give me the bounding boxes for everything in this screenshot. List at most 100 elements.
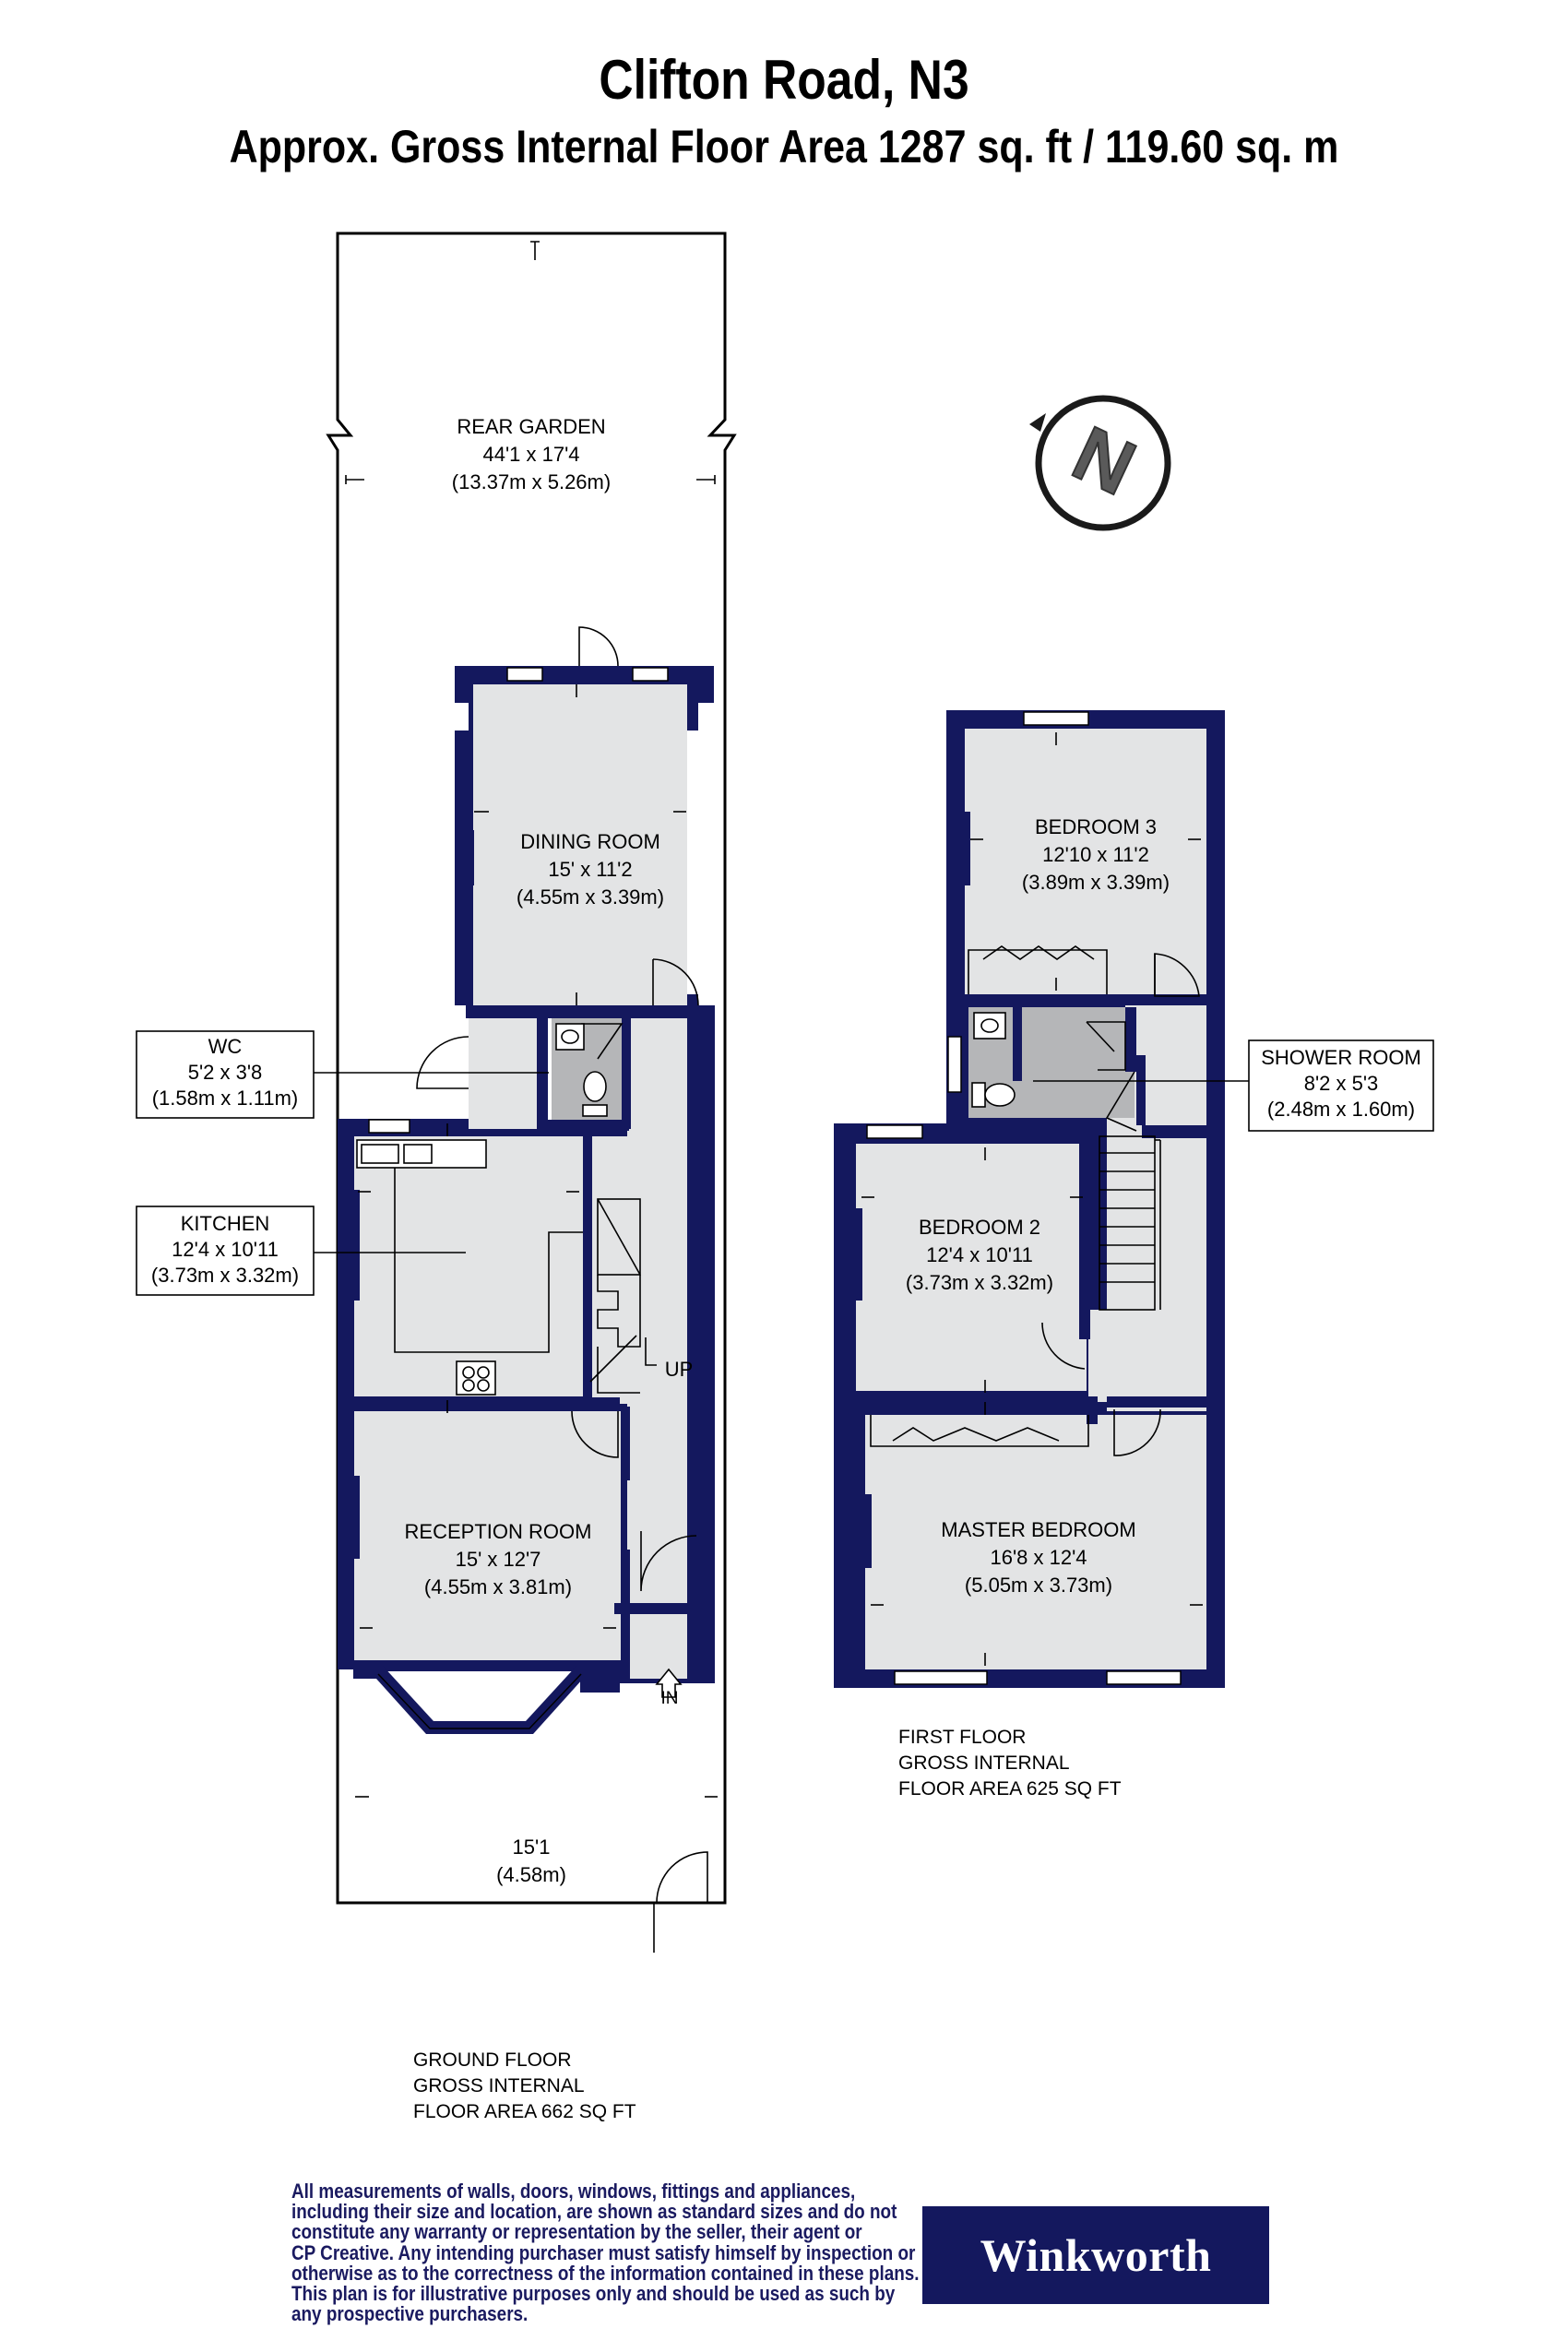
svg-text:44'1 x 17'4: 44'1 x 17'4 xyxy=(482,443,579,466)
stairs-up-label: UP xyxy=(665,1358,694,1381)
master-bedroom-label: MASTER BEDROOM 16'8 x 12'4 (5.05m x 3.73… xyxy=(941,1518,1135,1597)
svg-text:12'10 x 11'2: 12'10 x 11'2 xyxy=(1042,843,1149,866)
svg-text:WC: WC xyxy=(208,1035,243,1058)
shower-room-label: SHOWER ROOM 8'2 x 5'3 (2.48m x 1.60m) xyxy=(1261,1046,1421,1121)
ground-dimension-ticks xyxy=(345,241,718,1798)
ground-floor-floors xyxy=(353,684,687,1679)
first-dimension-ticks xyxy=(861,732,1203,1666)
basin-icon xyxy=(555,1023,585,1051)
first-floor-caption: FIRST FLOOR GROSS INTERNAL FLOOR AREA 62… xyxy=(898,1727,1122,1800)
svg-text:GROUND FLOOR: GROUND FLOOR xyxy=(413,2049,572,2071)
svg-text:12'4 x 10'11: 12'4 x 10'11 xyxy=(172,1238,279,1261)
master-window-2 xyxy=(1106,1670,1182,1685)
front-garden-label: 15'1 (4.58m) xyxy=(496,1835,566,1886)
kitchen-window xyxy=(368,1119,410,1134)
svg-text:12'4 x 10'11: 12'4 x 10'11 xyxy=(926,1243,1033,1266)
svg-text:(5.05m x 3.73m): (5.05m x 3.73m) xyxy=(965,1574,1112,1597)
wc-label: WC 5'2 x 3'8 (1.58m x 1.11m) xyxy=(152,1035,299,1110)
svg-text:N: N xyxy=(1061,410,1148,512)
entrance-arrow-icon xyxy=(655,1668,683,1698)
disclaimer: All measurements of walls, doors, window… xyxy=(291,2180,937,2326)
dining-room-label: DINING ROOM 15' x 11'2 (4.55m x 3.39m) xyxy=(517,830,664,909)
first-interior-walls xyxy=(834,994,1208,1424)
svg-text:BEDROOM 2: BEDROOM 2 xyxy=(919,1216,1040,1239)
first-doors xyxy=(1041,953,1200,1456)
svg-text:(4.58m): (4.58m) xyxy=(496,1863,566,1886)
disclaimer-line: any prospective purchasers. xyxy=(291,2302,529,2326)
svg-text:REAR GARDEN: REAR GARDEN xyxy=(457,415,605,438)
shower-fittings xyxy=(971,1012,1016,1108)
shower-window xyxy=(947,1036,962,1093)
svg-text:(4.55m x 3.81m): (4.55m x 3.81m) xyxy=(424,1575,572,1598)
ground-floor-plan: REAR GARDEN 44'1 x 17'4 (13.37m x 5.26m)… xyxy=(136,232,737,2122)
svg-text:KITCHEN: KITCHEN xyxy=(181,1212,270,1235)
first-radiators xyxy=(856,812,970,1568)
basin-icon xyxy=(973,1012,1006,1039)
svg-text:RECEPTION ROOM: RECEPTION ROOM xyxy=(405,1520,592,1543)
disclaimer-line: This plan is for illustrative purposes o… xyxy=(291,2282,896,2306)
wc-callout-box xyxy=(136,1030,315,1119)
shower-callout-box xyxy=(1248,1039,1434,1132)
bedroom-3-label: BEDROOM 3 12'10 x 11'2 (3.89m x 3.39m) xyxy=(1022,815,1170,894)
ground-stairs xyxy=(589,1198,657,1394)
page-subtitle: Approx. Gross Internal Floor Area 1287 s… xyxy=(229,121,1339,172)
first-wardrobes xyxy=(870,945,1108,1447)
reception-room-label: RECEPTION ROOM 15' x 12'7 (4.55m x 3.81m… xyxy=(405,1520,592,1598)
brand-logo: Winkworth xyxy=(922,2206,1269,2304)
svg-text:(1.58m x 1.11m): (1.58m x 1.11m) xyxy=(152,1087,299,1110)
svg-text:GROSS INTERNAL: GROSS INTERNAL xyxy=(898,1752,1070,1774)
disclaimer-line: All measurements of walls, doors, window… xyxy=(291,2180,856,2203)
svg-text:(3.73m x 3.32m): (3.73m x 3.32m) xyxy=(151,1264,299,1287)
svg-text:(13.37m x 5.26m): (13.37m x 5.26m) xyxy=(452,470,611,493)
bedroom2-window xyxy=(866,1124,923,1139)
bedroom3-window xyxy=(1023,711,1089,726)
disclaimer-line: otherwise as to the correctness of the i… xyxy=(291,2261,920,2285)
svg-text:GROSS INTERNAL: GROSS INTERNAL xyxy=(413,2075,585,2097)
svg-text:(3.73m x 3.32m): (3.73m x 3.32m) xyxy=(906,1271,1053,1294)
dining-door-window xyxy=(632,667,669,682)
first-floor-plan: BEDROOM 3 12'10 x 11'2 (3.89m x 3.39m) B… xyxy=(834,710,1434,1800)
svg-text:FLOOR AREA 662 SQ FT: FLOOR AREA 662 SQ FT xyxy=(413,2101,636,2122)
ground-interior-walls xyxy=(338,1005,715,1683)
kitchen-label: KITCHEN 12'4 x 10'11 (3.73m x 3.32m) xyxy=(151,1212,299,1287)
bay-window xyxy=(353,1665,612,1734)
page-title: Clifton Road, N3 xyxy=(599,49,969,111)
svg-text:(2.48m x 1.60m): (2.48m x 1.60m) xyxy=(1267,1098,1415,1121)
toilet-icon xyxy=(984,1083,1016,1107)
svg-text:5'2 x 3'8: 5'2 x 3'8 xyxy=(188,1061,263,1084)
disclaimer-line: CP Creative. Any intending purchaser mus… xyxy=(291,2240,916,2264)
ground-radiators xyxy=(353,830,474,1559)
svg-text:15' x 12'7: 15' x 12'7 xyxy=(456,1548,541,1571)
svg-text:8'2 x 5'3: 8'2 x 5'3 xyxy=(1304,1072,1379,1095)
wc-fittings xyxy=(555,1023,608,1117)
svg-text:(3.89m x 3.39m): (3.89m x 3.39m) xyxy=(1022,871,1170,894)
entrance-label: IN xyxy=(661,1689,679,1708)
svg-text:(4.55m x 3.39m): (4.55m x 3.39m) xyxy=(517,885,664,909)
kitchen-fittings xyxy=(356,1139,583,1396)
svg-text:15'1: 15'1 xyxy=(513,1835,551,1859)
dining-window xyxy=(506,667,543,682)
plot-outline xyxy=(326,232,737,1905)
rear-garden-label: REAR GARDEN 44'1 x 17'4 (13.37m x 5.26m) xyxy=(452,415,611,493)
bedroom-2-label: BEDROOM 2 12'4 x 10'11 (3.73m x 3.32m) xyxy=(906,1216,1053,1294)
svg-text:BEDROOM 3: BEDROOM 3 xyxy=(1035,815,1157,838)
compass-icon: N xyxy=(1029,395,1171,531)
svg-text:15' x 11'2: 15' x 11'2 xyxy=(548,858,632,881)
svg-text:DINING ROOM: DINING ROOM xyxy=(520,830,660,853)
svg-text:FIRST FLOOR: FIRST FLOOR xyxy=(898,1727,1026,1748)
svg-text:16'8 x 12'4: 16'8 x 12'4 xyxy=(990,1546,1087,1569)
ground-callout-lines xyxy=(314,1072,549,1253)
disclaimer-line: constitute any warranty or representatio… xyxy=(291,2220,862,2244)
toilet-icon xyxy=(583,1071,607,1102)
kitchen-callout-box xyxy=(136,1206,315,1296)
disclaimer-line: including their size and location, are s… xyxy=(291,2200,897,2224)
first-stairs xyxy=(1099,1135,1161,1311)
svg-text:FLOOR AREA 625 SQ FT: FLOOR AREA 625 SQ FT xyxy=(898,1778,1122,1800)
hob-icon xyxy=(456,1360,496,1396)
master-window-1 xyxy=(894,1670,988,1685)
ground-doors xyxy=(416,626,708,1904)
ground-floor-caption: GROUND FLOOR GROSS INTERNAL FLOOR AREA 6… xyxy=(413,2049,636,2122)
svg-text:MASTER BEDROOM: MASTER BEDROOM xyxy=(941,1518,1135,1541)
svg-text:SHOWER ROOM: SHOWER ROOM xyxy=(1261,1046,1421,1069)
